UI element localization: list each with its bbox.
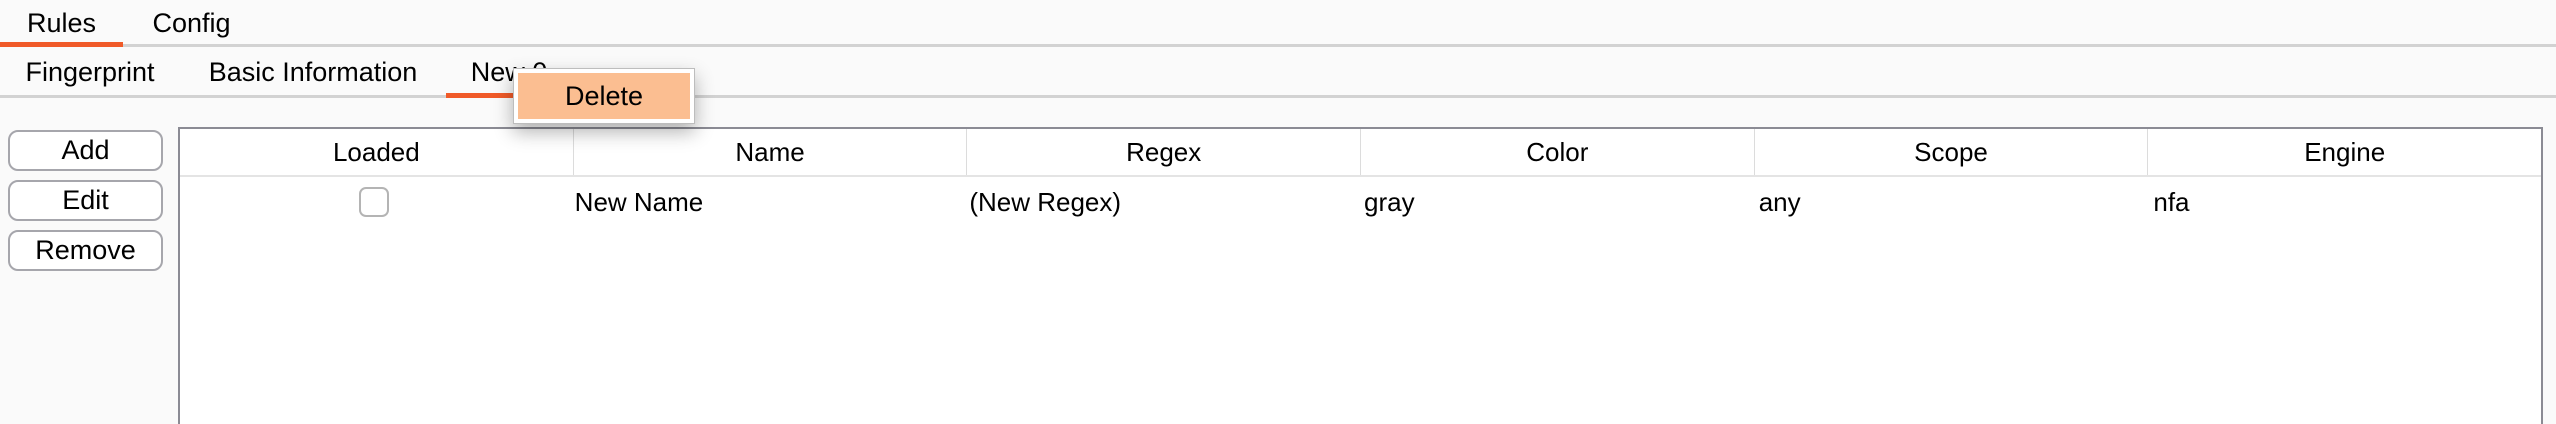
- column-header-scope[interactable]: Scope: [1753, 129, 2148, 175]
- column-header-name[interactable]: Name: [572, 129, 967, 175]
- actions-panel: Add Edit Remove: [8, 130, 163, 280]
- add-button[interactable]: Add: [8, 130, 163, 171]
- loaded-checkbox[interactable]: [358, 187, 389, 217]
- tab-config-label: Config: [152, 8, 231, 38]
- table-row[interactable]: New Name (New Regex) gray any nfa: [180, 177, 2541, 227]
- column-header-loaded[interactable]: Loaded: [332, 136, 420, 167]
- edit-button-label: Edit: [62, 185, 109, 215]
- add-button-label: Add: [61, 135, 110, 165]
- menu-item-delete-label: Delete: [564, 80, 644, 111]
- context-menu: Delete: [513, 68, 695, 124]
- tab-config[interactable]: Config: [123, 0, 260, 47]
- column-header-engine[interactable]: Engine: [2147, 129, 2541, 175]
- tab-fingerprint[interactable]: Fingerprint: [0, 47, 180, 98]
- cell-name: New Name: [574, 186, 704, 217]
- tab-rules[interactable]: Rules: [0, 0, 123, 47]
- column-header-color[interactable]: Color: [1360, 129, 1754, 175]
- primary-tabbar: Rules Config: [0, 0, 2556, 47]
- remove-button[interactable]: Remove: [8, 230, 163, 271]
- tab-basic-information-label: Basic Information: [208, 57, 418, 87]
- secondary-tabbar: Fingerprint Basic Information New 0: [0, 47, 2556, 98]
- tab-basic-information[interactable]: Basic Information: [180, 47, 446, 98]
- tab-fingerprint-label: Fingerprint: [25, 57, 155, 87]
- remove-button-label: Remove: [35, 235, 136, 265]
- tab-underline-placeholder: [180, 93, 446, 98]
- cell-scope: any: [1758, 186, 1801, 217]
- edit-button[interactable]: Edit: [8, 180, 163, 221]
- column-header-regex[interactable]: Regex: [966, 129, 1360, 175]
- cell-regex: (New Regex): [969, 186, 1122, 217]
- table-header-row: Loaded Name Regex Color Scope Engine: [180, 129, 2541, 177]
- active-tab-underline: [0, 42, 123, 47]
- active-tab-underline: [446, 93, 572, 98]
- cell-color: gray: [1364, 186, 1415, 217]
- rules-table: Loaded Name Regex Color Scope Engine New…: [178, 127, 2543, 424]
- menu-item-delete[interactable]: Delete: [518, 73, 690, 119]
- cell-loaded: [180, 177, 568, 227]
- tab-rules-label: Rules: [26, 8, 97, 38]
- cell-engine: nfa: [2153, 186, 2190, 217]
- tab-underline-placeholder: [0, 93, 180, 98]
